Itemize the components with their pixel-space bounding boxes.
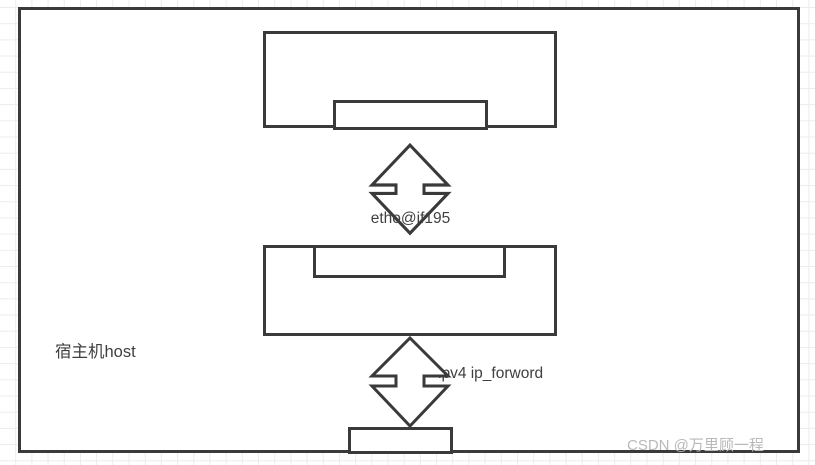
arrow-docker0-to-eth0 [368,336,452,428]
veth-interface-box: veth6e6521b@if194 [313,245,506,278]
container-interface-box: etho@if195 [333,100,488,227]
container-interface-label: etho@if195 [370,210,451,227]
arrow-container-to-docker0 [368,131,452,245]
ip-forward-label: ipv4 ip_forword [438,365,544,382]
host-nic-box: etho [348,427,453,454]
host-label: 宿主机host [55,343,136,361]
csdn-watermark: CSDN @万里顾一程 [627,437,764,454]
